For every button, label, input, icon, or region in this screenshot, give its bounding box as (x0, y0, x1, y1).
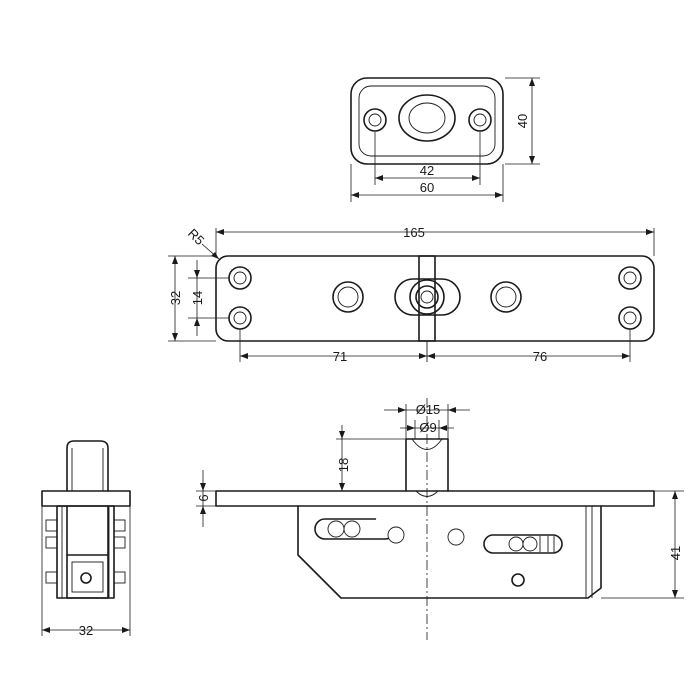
dim-label-top-width: 60 (420, 180, 434, 195)
dim-pin-length: 18 (336, 425, 406, 491)
dim-label-right-offset: 76 (533, 349, 547, 364)
dim-label-side-width: 32 (79, 623, 93, 638)
long-plate-view (215, 255, 655, 362)
dim-top-height: 40 (505, 77, 540, 165)
dim-height: 32 (168, 255, 216, 342)
dim-label-top-hole-spacing: 42 (420, 163, 434, 178)
dim-body-depth: 41 (601, 490, 684, 599)
dim-pin-outer-dia: Ø15 (384, 402, 470, 439)
dim-top-width: 60 (350, 164, 504, 202)
dim-plate-thickness: 6 (196, 470, 216, 527)
dim-label-plate-thickness: 6 (196, 494, 211, 501)
dim-label-top-height: 40 (515, 114, 530, 128)
dim-label-radius: R5 (185, 226, 207, 248)
dim-label-pin-length: 18 (336, 458, 351, 472)
dim-hole-pitch: 14 (188, 260, 229, 336)
dim-label-height: 32 (168, 291, 183, 305)
dim-label-hole-pitch: 14 (190, 291, 205, 305)
dim-label-body-depth: 41 (668, 546, 683, 560)
top-plate-view (350, 77, 504, 165)
dim-label-pin-inner-dia: Ø9 (419, 420, 436, 435)
dim-top-hole-spacing: 42 (374, 132, 481, 185)
dim-right-offset: 76 (427, 329, 631, 364)
dim-radius: R5 (185, 226, 220, 260)
dim-label-left-offset: 71 (333, 349, 347, 364)
dim-label-pin-outer-dia: Ø15 (416, 402, 441, 417)
dim-pin-inner-dia: Ø9 (400, 420, 454, 439)
dim-label-length: 165 (403, 225, 425, 240)
front-view (215, 438, 655, 599)
dim-length: 165 (215, 225, 655, 256)
dim-side-width: 32 (41, 506, 131, 638)
side-view (41, 440, 131, 599)
dim-left-offset: 71 (239, 329, 427, 364)
